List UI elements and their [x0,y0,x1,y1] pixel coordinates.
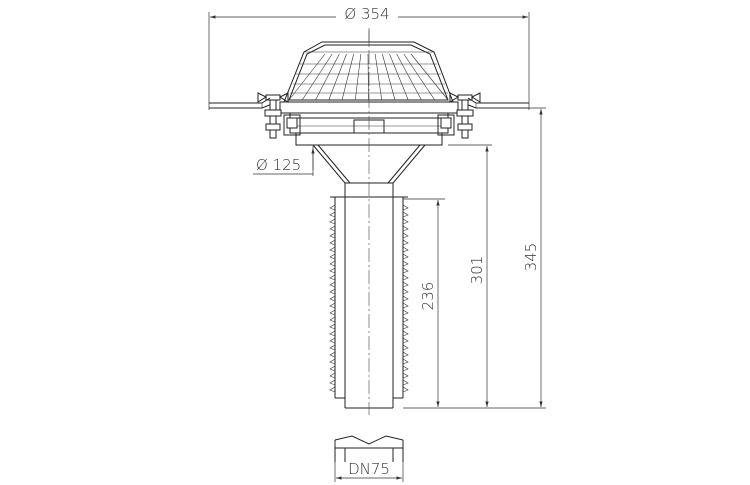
label-outlet-diameter: Ø 125 [256,156,301,174]
pipe-rib-right [402,253,409,260]
leaf-guard-dome [283,30,454,103]
pipe-rib-left [329,253,336,260]
pipe-rib-right [402,274,409,281]
pipe-rib-left [329,267,336,274]
pipe-rib-right [402,288,409,295]
pipe-rib-left [329,274,336,281]
pipe-rib-right [402,372,409,379]
pipe-rib-right [402,281,409,288]
pipe-rib-left [329,316,336,323]
pipe-rib-right [402,204,409,211]
dimension-height-ribbed: 236 [403,198,445,409]
label-height-total: 345 [522,243,540,272]
pipe-rib-right [402,337,409,344]
pipe-rib-right [402,323,409,330]
label-overall-diameter: Ø 354 [344,5,389,23]
pipe-rib-left [329,379,336,386]
guard-rib [341,53,354,101]
pipe-rib-left [329,372,336,379]
guard-rib [301,53,333,101]
pipe-rib-left [329,239,336,246]
pipe-rib-right [402,267,409,274]
dimension-overall-diameter: Ø 354 [208,4,530,110]
pipe-rib-right [402,330,409,337]
pipe-rib-left [329,330,336,337]
pipe-rib-right [402,351,409,358]
pipe-rib-right [402,232,409,239]
pipe-rib-right [402,211,409,218]
pipe-rib-left [329,295,336,302]
pipe-rib-right [402,218,409,225]
pipe-rib-left [329,337,336,344]
guard-rib [374,53,383,101]
pipe-break-detail: DN75 [334,435,404,482]
wing-bolt-right [437,92,481,139]
guard-rib [396,53,422,101]
pipe-rib-left [329,246,336,253]
guard-rib [354,53,362,101]
pipe-rib-right [402,316,409,323]
pipe-rib-left [329,225,336,232]
guard-rib [389,53,409,101]
pipe-rib-left [329,302,336,309]
pipe-rib-left [329,218,336,225]
pipe-rib-right [402,358,409,365]
pipe-rib-left [329,281,336,288]
pipe-rib-right [402,344,409,351]
guard-rib [403,53,435,101]
dimension-outlet-diameter: Ø 125 [253,146,315,176]
guard-rib [288,53,326,101]
pipe-rib-left [329,351,336,358]
guard-rib [367,53,369,101]
pipe-rib-left [329,344,336,351]
pipe-rib-right [402,386,409,393]
pipe-rib-left [329,288,336,295]
pipe-rib-left [329,232,336,239]
label-height-ribbed: 236 [419,282,437,311]
pipe-rib-right [402,379,409,386]
guard-rib [410,53,449,101]
ribbed-pipe [329,197,409,409]
pipe-rib-left [329,358,336,365]
dimension-height-total: 345 [478,107,546,409]
pipe-rib-right [402,246,409,253]
guard-rib [328,53,347,101]
pipe-rib-left [329,365,336,372]
pipe-rib-right [402,295,409,302]
pipe-rib-right [402,309,409,316]
pipe-rib-left [329,386,336,393]
funnel [312,144,426,198]
guard-rib [382,53,396,101]
label-pipe-nominal: DN75 [348,460,390,478]
pipe-rib-left [329,309,336,316]
pipe-rib-right [402,260,409,267]
guard-rib [315,53,340,101]
pipe-rib-right [402,302,409,309]
pipe-rib-right [402,239,409,246]
pipe-rib-left [329,204,336,211]
pipe-rib-left [329,260,336,267]
dimension-height-pipe-top: 301 [445,144,492,409]
label-height-pipe-top: 301 [468,256,486,285]
pipe-rib-right [402,365,409,372]
pipe-rib-left [329,323,336,330]
pipe-rib-right [402,225,409,232]
wing-bolt-left [257,92,301,139]
pipe-rib-left [329,211,336,218]
